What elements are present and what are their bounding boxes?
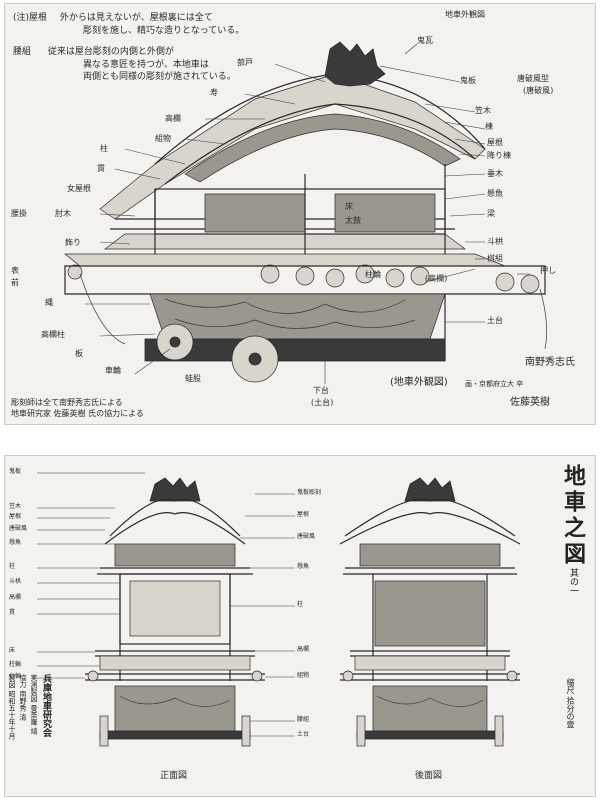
- label-shitomido: 蔀戸: [237, 58, 253, 67]
- label-taiko: 太鼓: [345, 216, 361, 225]
- label-hashira: 柱: [100, 144, 108, 153]
- label-kotobuki: 寿: [210, 88, 218, 97]
- page-ref: 地車外観図: [445, 10, 485, 19]
- scale-note: 縮尺 拾分の壹: [566, 678, 575, 729]
- bm-label-1: 鬼板彫刻: [297, 489, 322, 496]
- label-yuka: 床: [345, 202, 353, 211]
- top-perspective-drawing: (注)屋根 外からは見えないが、屋根裏には全て 彫刻を施し、精巧な造りとなってい…: [4, 3, 596, 425]
- bl-label-2: 笠木: [9, 503, 22, 510]
- label-koshikake: 腰掛: [11, 209, 27, 218]
- front-elevation-caption: 正面図: [160, 771, 188, 781]
- label-koran: 高欄: [165, 114, 181, 123]
- note-yagura-line1: 外からは見えないが、屋根裏には全て: [59, 13, 213, 23]
- note-koshi-heading: 腰組: [13, 47, 32, 57]
- org-block: 兵庫地車研究会 実測製図 曼荼羅 靖 協力 南野秀 清 製図 昭和五十年十月: [7, 674, 53, 794]
- bl-label-3: 屋根: [9, 513, 22, 520]
- bm-label-5: 柱: [297, 601, 304, 608]
- bl-label-5: 懸魚: [9, 539, 22, 546]
- label-tokyo: 斗栱: [487, 237, 503, 246]
- note-koshi-line3: 両側とも同様の彫刻が施されている。: [83, 72, 236, 83]
- label-hari: 梁: [487, 209, 495, 218]
- bm-label-3: 唐破風: [297, 533, 316, 540]
- bl-label-7: 斗栱: [9, 578, 22, 585]
- org-line-4: 製図 昭和五十年十月: [8, 674, 16, 740]
- label-shita2: (土台): [311, 398, 334, 407]
- org-line-3: 協力 南野秀 清: [19, 674, 27, 721]
- note-koshi: 腰組 従来は屋台彫刻の内側と外側が 異なる意匠を持つが、本地車は 両側とも同様の…: [13, 46, 236, 84]
- note-yagura-heading: (注)屋根: [13, 13, 48, 23]
- label-taruki: 垂木: [487, 169, 503, 178]
- bl-label-12: 台輪: [9, 673, 22, 680]
- bm-label-9: 土台: [297, 731, 310, 738]
- label-onigawara: 鬼瓦: [417, 36, 433, 45]
- credit-pre: 画・京都府立大 卒: [465, 380, 524, 388]
- bl-label-11: 柱輪: [9, 661, 22, 668]
- footnote-line2: 地車研究家 佐藤英樹 氏の協力による: [11, 409, 144, 419]
- org-line-1: 兵庫地車研究会: [41, 674, 51, 737]
- label-ita: 板: [75, 349, 83, 358]
- label-kudarimune: 降り棟: [487, 151, 511, 160]
- bm-label-8: 腰組: [297, 716, 310, 723]
- elevation-line-drawings: [37, 472, 521, 747]
- label-joshi: 女屋根: [67, 184, 91, 193]
- label-kazari: 飾り: [65, 238, 81, 247]
- bl-label-6: 柱: [9, 563, 16, 570]
- label-shita: 下台: [313, 386, 329, 395]
- rear-elevation-caption: 後面図: [415, 771, 443, 781]
- bm-label-7: 組物: [297, 672, 310, 679]
- label-dodai: 土台: [487, 316, 503, 325]
- bm-label-4: 懸魚: [297, 563, 310, 570]
- bl-label-8: 高欄: [9, 594, 22, 601]
- org-line-2: 実測製図 曼荼羅 靖: [30, 674, 38, 735]
- label-masugumi: 桝組: [487, 254, 503, 263]
- credit-carver: 南野秀志氏: [525, 357, 575, 368]
- label-kouran-hashira: 高欄柱: [41, 330, 65, 339]
- label-oni: 鬼板: [460, 76, 476, 85]
- drawing-subtitle: 其の一: [568, 568, 578, 595]
- label-omote: 表: [11, 266, 19, 275]
- label-hiji: 肘木: [55, 209, 71, 218]
- credit-drafter: 佐藤英樹: [510, 397, 550, 408]
- label-mae: 前: [11, 278, 19, 287]
- note-yagura: (注)屋根 外からは見えないが、屋根裏には全て 彫刻を施し、精巧な造りとなってい…: [13, 12, 244, 37]
- label-koran-small: (高欄): [425, 274, 448, 283]
- footnote-line1: 彫刻師は全て南野秀志氏による: [11, 398, 123, 407]
- bl-label-10: 床: [9, 647, 16, 654]
- label-kaeru: 蛙股: [185, 374, 201, 383]
- label-tsuranuki: 貫: [97, 164, 105, 173]
- top-caption: (地車外観図): [390, 377, 448, 388]
- label-hafu-type: 唐破風型: [517, 74, 549, 83]
- label-hashira-wa: 柱輪: [365, 270, 381, 279]
- bm-label-6: 高欄: [297, 646, 310, 653]
- label-hafu-type2: (唐破風): [523, 86, 554, 95]
- bottom-elevation-drawings: 鬼板 笠木 屋根 唐破風 懸魚 柱 斗栱 高欄 貫 床 柱輪 台輪 鬼板彫刻 屋…: [4, 455, 596, 797]
- bl-label-4: 唐破風: [9, 525, 28, 532]
- danjiri-perspective-sketch: [64, 41, 547, 384]
- bl-label-1: 鬼板: [9, 468, 22, 475]
- note-koshi-line1: 従来は屋台彫刻の内側と外側が: [47, 47, 174, 57]
- leader-lines: [85, 43, 530, 384]
- drawing-title: 地車之図: [560, 464, 586, 568]
- footnote: 彫刻師は全て南野秀志氏による 地車研究家 佐藤英樹 氏の協力による: [11, 397, 144, 419]
- label-mune: 棟: [485, 122, 493, 131]
- rear-elevation: [339, 477, 521, 747]
- label-oshi: 押し: [540, 266, 556, 275]
- label-kumimono: 組物: [155, 134, 171, 143]
- bm-label-2: 屋根: [297, 511, 310, 518]
- label-sharin: 車輪: [105, 366, 121, 375]
- label-yane: 屋根: [487, 138, 503, 147]
- bl-label-9: 貫: [9, 609, 16, 616]
- note-koshi-line2: 異なる意匠を持つが、本地車は: [83, 59, 209, 70]
- front-elevation: [85, 477, 265, 747]
- wheels: [156, 323, 279, 383]
- label-kasagi: 笠木: [475, 106, 491, 115]
- bottom-leader-lines: [37, 472, 295, 737]
- label-gegyo: 懸魚: [487, 189, 503, 198]
- beam-ends: [67, 264, 540, 294]
- note-yagura-line2: 彫刻を施し、精巧な造りとなっている。: [83, 25, 245, 36]
- label-nawa: 縄: [45, 298, 53, 307]
